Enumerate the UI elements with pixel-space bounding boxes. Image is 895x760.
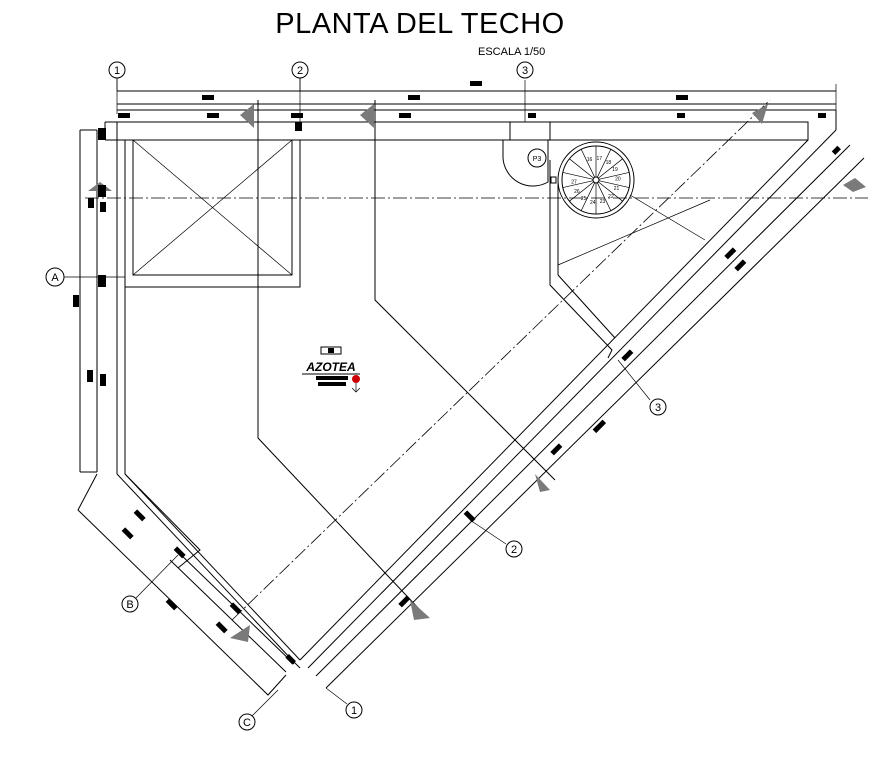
door-label: P3	[533, 156, 542, 163]
dimension-ticks	[73, 81, 826, 386]
axis-lines	[85, 99, 868, 621]
axis-bubble-1	[108, 61, 126, 79]
room-label-group: AZOTEA	[302, 346, 361, 393]
drawing-title: PLANTA DEL TECHO	[275, 8, 565, 40]
stair-step-number: 17	[596, 156, 602, 162]
section-marker-8	[230, 625, 250, 642]
stair-tread	[598, 172, 630, 180]
spiral-stair-outer	[557, 141, 635, 219]
axis-label-diag-1: 1	[351, 705, 357, 717]
stair-tread	[580, 182, 596, 211]
stair-tread	[596, 182, 612, 211]
section-marker-3	[752, 104, 768, 124]
scale-label: ESCALA 1/50	[478, 46, 546, 58]
stair-tread	[569, 181, 594, 202]
section-marker-6	[535, 474, 550, 492]
stair-step-number: 19	[612, 167, 618, 173]
axis-bubble-diag-1	[345, 701, 363, 719]
axis-bubble-c	[238, 713, 256, 731]
axis-bubble-2	[291, 61, 309, 79]
axis-label-a: A	[51, 272, 59, 284]
slope-lines	[257, 100, 711, 611]
axis-bubble-3	[516, 61, 534, 79]
skylight-square	[124, 139, 301, 288]
axis-label-3: 3	[522, 65, 528, 77]
stair-step-number: 23	[600, 199, 606, 205]
stair-step-number: 26	[574, 189, 580, 195]
axis-label-1: 1	[114, 65, 120, 77]
level-marker-icon	[352, 375, 360, 383]
section-markers	[88, 104, 866, 642]
axis-bubble-diag-2	[505, 540, 523, 558]
axis-label-2: 2	[297, 65, 303, 77]
stair-tread	[569, 158, 594, 179]
section-marker-1	[240, 104, 254, 128]
stair-step-number: 16	[587, 157, 593, 163]
stair-tread	[598, 158, 623, 179]
axis-label-b: B	[126, 599, 133, 611]
axis-label-diag-3: 3	[655, 402, 661, 414]
door-tag	[527, 148, 547, 168]
stair-step-number: 21	[614, 186, 620, 192]
stair-step-number: 22	[608, 194, 614, 200]
stair-step-number: 24	[590, 200, 596, 206]
stair-tread	[598, 181, 623, 202]
stair-tread	[562, 172, 594, 180]
stair-tread	[596, 149, 612, 178]
axis-label-diag-2: 2	[511, 544, 517, 556]
stair-step-number: 25	[581, 196, 587, 202]
axis-bubbles: 1 2 3 A 3 2 1 B C	[45, 61, 667, 731]
stair-step-number: 20	[615, 176, 621, 182]
diagonal-ticks	[121, 145, 841, 665]
section-marker-5	[843, 178, 866, 192]
stair-tread	[580, 149, 596, 178]
section-marker-2	[360, 104, 374, 128]
stair-step-number: 18	[606, 160, 612, 166]
room-label: AZOTEA	[305, 360, 355, 374]
stair-tread	[598, 180, 630, 188]
stair-step-number: 27	[571, 180, 577, 186]
stair-tread	[562, 180, 594, 188]
section-marker-7	[410, 600, 430, 620]
axis-bubble-a	[45, 267, 65, 287]
top-dimension-lines	[116, 78, 837, 122]
axis-label-c: C	[243, 717, 251, 729]
roof-outline	[77, 109, 865, 696]
axis-bubble-diag-3	[649, 398, 667, 416]
axis-bubble-b	[121, 595, 139, 613]
